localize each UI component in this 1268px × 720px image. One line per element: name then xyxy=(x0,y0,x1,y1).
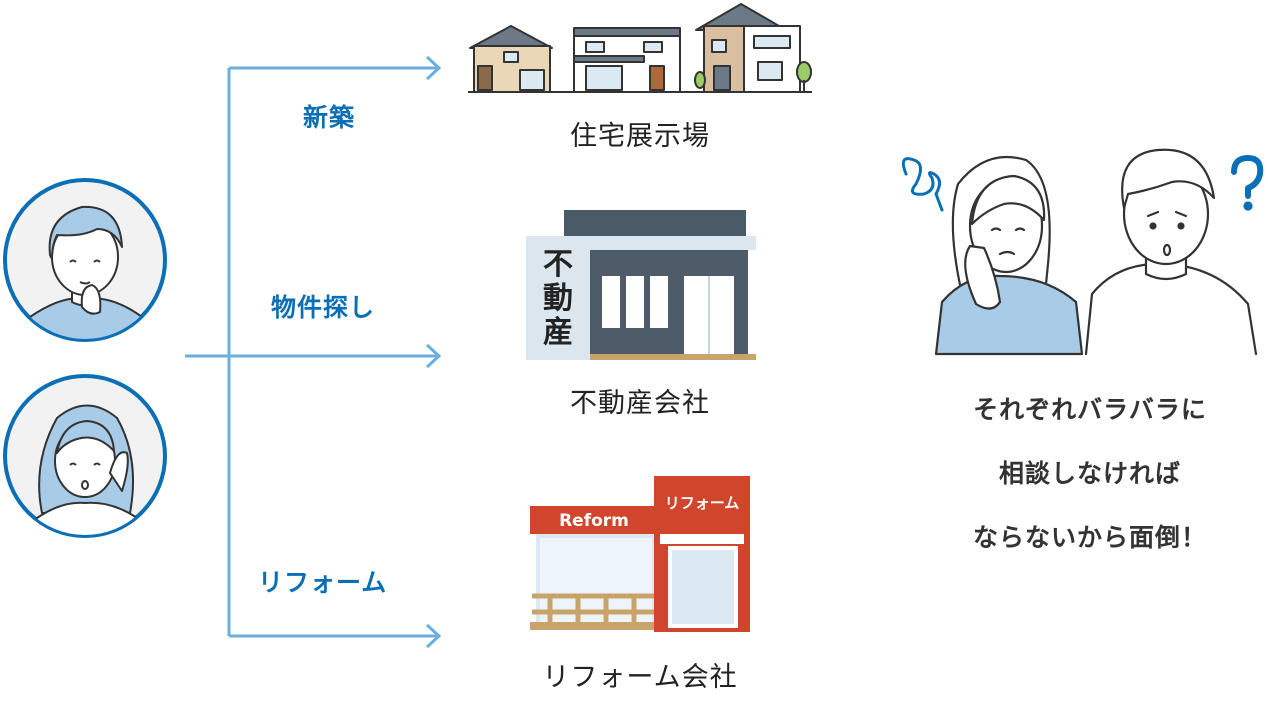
destination-reform-company: リフォーム会社 xyxy=(542,662,738,693)
destination-model-house: 住宅展示場 xyxy=(570,121,710,152)
route-label-new-build: 新築 xyxy=(303,103,356,132)
confused-couple-illustration xyxy=(896,134,1266,356)
route-label-reform: リフォーム xyxy=(258,568,388,597)
comment-text: それぞれバラバラに 相談しなければ ならないから面倒！ xyxy=(920,378,1260,570)
reform-tower-sign-text: リフォーム xyxy=(665,494,740,512)
realestate-sign-char-3: 産 xyxy=(543,315,573,350)
comment-line-2: 相談しなければ xyxy=(998,459,1181,488)
model-houses-illustration xyxy=(466,0,816,100)
reform-shop-illustration: Reform リフォーム xyxy=(530,476,752,632)
realestate-sign-char-1: 不 xyxy=(543,247,573,282)
real-estate-office-illustration: 不 動 産 xyxy=(526,210,756,360)
avatar-woman xyxy=(2,373,168,539)
avatar-man xyxy=(2,177,168,343)
reform-sign-text: Reform xyxy=(559,511,629,531)
realestate-sign-char-2: 動 xyxy=(543,281,573,316)
comment-line-1: それぞれバラバラに xyxy=(973,395,1207,424)
comment-line-3: ならないから面倒！ xyxy=(972,523,1207,552)
destination-real-estate: 不動産会社 xyxy=(570,388,710,419)
route-label-property-search: 物件探し xyxy=(271,293,376,322)
flow-arrows xyxy=(0,0,460,716)
